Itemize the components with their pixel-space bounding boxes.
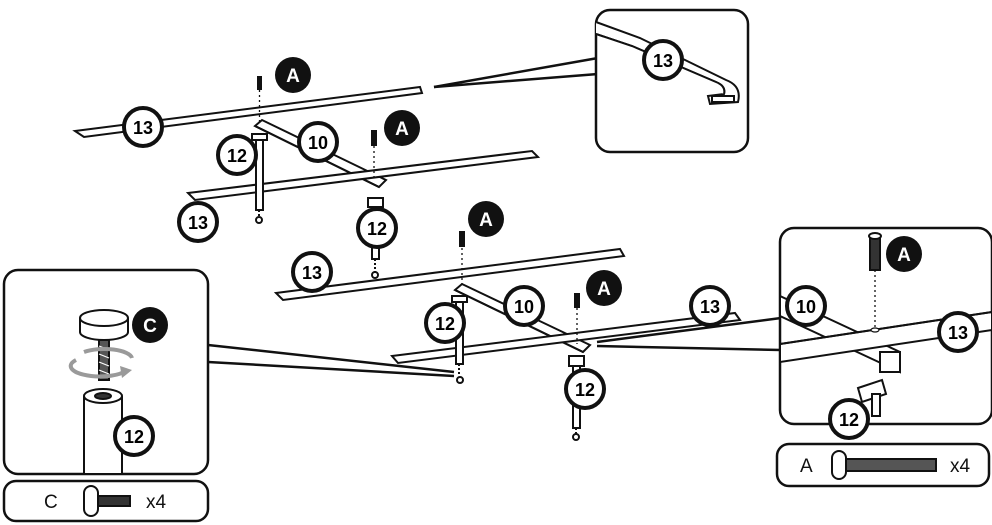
- part-label-12-detail-right: 12: [828, 398, 870, 440]
- legend-bolt-qty: x4: [950, 456, 971, 477]
- legend-bolt: A x4: [775, 442, 991, 488]
- svg-text:13: 13: [133, 118, 153, 138]
- svg-text:13: 13: [302, 263, 322, 283]
- svg-text:13: 13: [948, 323, 968, 343]
- upper-leg-left: [251, 133, 268, 224]
- part-label-10-upper: 10: [297, 121, 339, 163]
- svg-text:13: 13: [653, 51, 673, 71]
- legend-bolt-letter: A: [800, 456, 813, 477]
- leg-tube: [83, 388, 123, 475]
- svg-text:12: 12: [124, 427, 144, 447]
- svg-text:12: 12: [227, 146, 247, 166]
- part-labels: 13 13 13 13 13 13 10 10: [113, 39, 979, 457]
- svg-text:12: 12: [839, 410, 859, 430]
- upper-bolt-2: [371, 130, 377, 180]
- svg-text:A: A: [395, 119, 409, 140]
- part-label-13-upper-back: 13: [122, 106, 164, 148]
- leg-knob-detail-box: [2, 268, 210, 476]
- svg-text:A: A: [897, 245, 911, 266]
- part-label-13-upper-front: 13: [177, 201, 219, 243]
- part-label-12-upper-left: 12: [216, 134, 258, 176]
- part-label-13-lower-front: 13: [689, 285, 731, 327]
- part-label-12-lower-left: 12: [424, 302, 466, 344]
- crossbar-joint-detail-box: [778, 226, 992, 426]
- legend-knob-qty: x4: [146, 492, 167, 513]
- legend-knob: C x4: [2, 479, 210, 523]
- part-label-13-detail-right: 13: [937, 311, 979, 353]
- svg-text:10: 10: [514, 297, 534, 317]
- lower-back-rail: [273, 247, 626, 302]
- rotate-arrow-icon: [68, 346, 134, 379]
- fastener-label-a-2: A: [384, 110, 420, 146]
- svg-text:13: 13: [188, 213, 208, 233]
- fastener-labels: A A A A A C: [132, 57, 922, 343]
- svg-text:12: 12: [435, 314, 455, 334]
- svg-text:13: 13: [700, 297, 720, 317]
- part-label-13-detail-top: 13: [642, 39, 684, 81]
- part-label-12-upper-right: 12: [356, 207, 398, 249]
- part-label-12-lower-right: 12: [564, 368, 606, 410]
- svg-text:12: 12: [367, 219, 387, 239]
- svg-text:C: C: [143, 316, 157, 337]
- fastener-label-a-detail: A: [886, 236, 922, 272]
- svg-text:12: 12: [575, 380, 595, 400]
- svg-text:10: 10: [308, 133, 328, 153]
- fastener-label-c-detail: C: [132, 307, 168, 343]
- bolt-small-icon: [831, 450, 937, 480]
- svg-text:A: A: [479, 210, 493, 231]
- lower-assembly: [273, 231, 742, 441]
- svg-text:A: A: [597, 279, 611, 300]
- part-label-10-lower: 10: [503, 285, 545, 327]
- svg-text:A: A: [286, 66, 300, 87]
- rail-end-detail-box: [594, 8, 750, 154]
- lower-front-rail: [390, 311, 742, 365]
- legend-knob-letter: C: [44, 492, 58, 513]
- upper-bolt-1: [257, 76, 262, 124]
- knob-part: [79, 309, 129, 381]
- upper-front-rail: [185, 149, 541, 202]
- knob-small-icon: [83, 485, 131, 517]
- part-label-10-detail: 10: [785, 285, 827, 327]
- fastener-label-a-3: A: [468, 201, 504, 237]
- fastener-label-a-4: A: [586, 270, 622, 306]
- part-label-13-lower-back: 13: [291, 251, 333, 293]
- lower-bolt-1: [459, 231, 465, 284]
- callout-leaders: [207, 56, 782, 378]
- fastener-label-a-1: A: [275, 57, 311, 93]
- part-label-12-detail-left: 12: [113, 415, 155, 457]
- lower-bolt-2: [574, 293, 580, 344]
- svg-text:10: 10: [796, 297, 816, 317]
